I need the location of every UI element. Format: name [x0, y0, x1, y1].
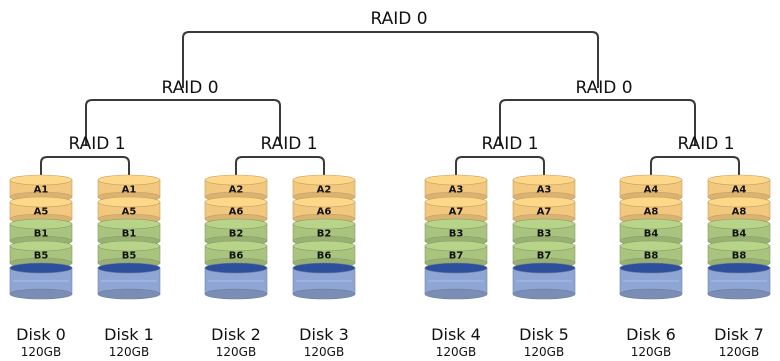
block-label: A2	[317, 185, 332, 196]
disk-size: 120GB	[436, 345, 476, 359]
block-label: B2	[229, 229, 244, 240]
raid-labels: RAID 0 RAID 0 RAID 0 RAID 1 RAID 1 RAID 1 RAID…	[68, 9, 734, 154]
block-label: B7	[537, 251, 552, 262]
block-label: A8	[732, 207, 747, 218]
disk-size: 120GB	[719, 345, 759, 359]
free-space	[204, 262, 268, 300]
block-label: A3	[537, 185, 552, 196]
block-label: A3	[449, 185, 464, 196]
free-space	[619, 262, 683, 300]
disk-name: Disk 5	[519, 325, 569, 344]
disk-name: Disk 3	[299, 325, 349, 344]
disk-name: Disk 4	[431, 325, 481, 344]
mirror-raid1-label-1: RAID 1	[68, 134, 125, 154]
group-raid0-label-right: RAID 0	[575, 78, 632, 98]
block-label: A8	[644, 207, 659, 218]
block-label: A6	[317, 207, 332, 218]
root-bracket	[182, 31, 599, 88]
block-label: A5	[122, 207, 137, 218]
block-label: A1	[34, 185, 49, 196]
mirror-bracket-1	[40, 156, 130, 192]
block-label: B8	[732, 251, 747, 262]
disk-size: 120GB	[109, 345, 149, 359]
free-space	[97, 262, 161, 300]
mirror-raid1-label-3: RAID 1	[481, 134, 538, 154]
connector-lines	[40, 31, 740, 192]
disk-size: 120GB	[21, 345, 61, 359]
data-block: B5	[97, 240, 161, 269]
block-label: B6	[317, 251, 332, 262]
data-block: B7	[424, 240, 488, 269]
mirror-raid1-label-2: RAID 1	[260, 134, 317, 154]
mirror-bracket-2	[235, 156, 325, 192]
free-space	[707, 262, 771, 300]
group-bracket-right	[499, 99, 696, 146]
block-label: A7	[537, 207, 552, 218]
free-space	[512, 262, 576, 300]
block-label: A7	[449, 207, 464, 218]
disk-size: 120GB	[631, 345, 671, 359]
disk-name: Disk 1	[104, 325, 154, 344]
block-label: B5	[122, 251, 137, 262]
disk-size: 120GB	[216, 345, 256, 359]
block-label: B1	[122, 229, 137, 240]
block-label: B3	[449, 229, 464, 240]
data-block: A7	[512, 196, 576, 225]
group-bracket-left	[85, 99, 281, 146]
block-label: A4	[732, 185, 747, 196]
group-raid0-label-left: RAID 0	[161, 78, 218, 98]
disk-name: Disk 6	[626, 325, 676, 344]
free-space	[9, 262, 73, 300]
block-label: A2	[229, 185, 244, 196]
block-label: B3	[537, 229, 552, 240]
block-label: A5	[34, 207, 49, 218]
block-label: B8	[644, 251, 659, 262]
disk-name: Disk 7	[714, 325, 764, 344]
disk-size: 120GB	[524, 345, 564, 359]
free-space	[292, 262, 356, 300]
mirror-bracket-4	[650, 156, 740, 192]
block-label: B4	[732, 229, 747, 240]
block-label: B7	[449, 251, 464, 262]
disk-name: Disk 2	[211, 325, 261, 344]
block-label: A4	[644, 185, 659, 196]
block-label: B1	[34, 229, 49, 240]
root-raid0-label: RAID 0	[370, 9, 427, 29]
free-space	[424, 262, 488, 300]
disk-name: Disk 0	[16, 325, 66, 344]
block-label: B5	[34, 251, 49, 262]
data-block: B2	[292, 218, 356, 247]
mirror-raid1-label-4: RAID 1	[677, 134, 734, 154]
block-label: A6	[229, 207, 244, 218]
block-label: B2	[317, 229, 332, 240]
disk-size: 120GB	[304, 345, 344, 359]
block-label: A1	[122, 185, 137, 196]
block-label: B6	[229, 251, 244, 262]
block-label: B4	[644, 229, 659, 240]
mirror-bracket-3	[455, 156, 545, 192]
data-block: A5	[9, 196, 73, 225]
